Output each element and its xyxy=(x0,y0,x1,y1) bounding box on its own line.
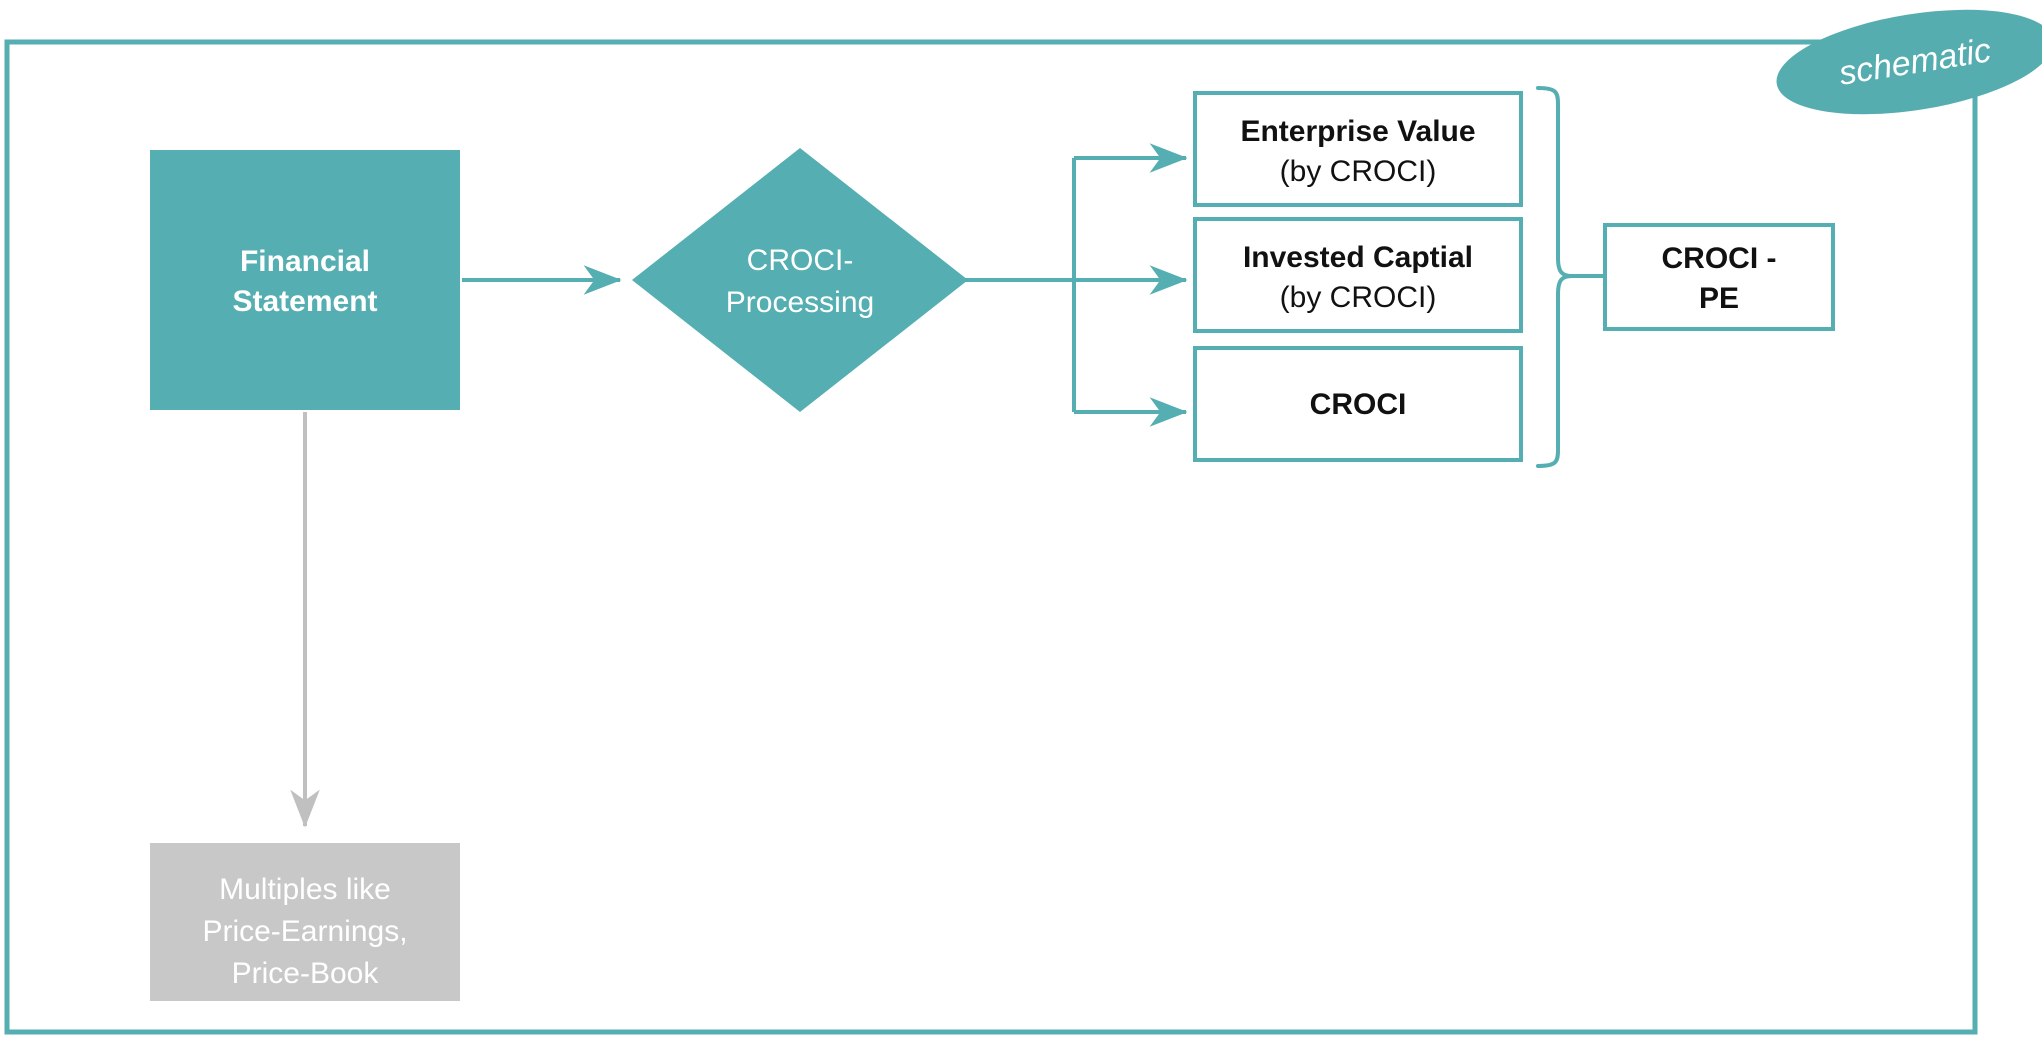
node-financial-statement-line1: Financial xyxy=(240,245,370,278)
outer-frame xyxy=(4,39,1978,1035)
node-croci-line1: CROCI xyxy=(1310,388,1407,421)
node-croci-processing[interactable] xyxy=(632,148,968,412)
node-invested-capital-line1: Invested Captial xyxy=(1243,241,1473,274)
node-enterprise-value-line1: Enterprise Value xyxy=(1240,115,1475,148)
schematic-badge-ellipse xyxy=(1776,9,2042,115)
node-croci-processing-line1: CROCI- xyxy=(747,244,854,277)
node-multiples[interactable] xyxy=(150,843,460,1001)
node-financial-statement[interactable] xyxy=(150,150,460,410)
node-croci-pe-line2: PE xyxy=(1699,282,1739,315)
node-croci-pe-line1: CROCI - xyxy=(1662,242,1777,275)
node-multiples-line2: Price-Earnings, xyxy=(202,915,407,948)
node-multiples-line1: Multiples like xyxy=(219,873,391,906)
node-croci[interactable] xyxy=(1193,346,1523,462)
outputs-curly-brace xyxy=(1536,86,1573,468)
node-croci-processing-line2: Processing xyxy=(726,286,874,319)
node-financial-statement-line2: Statement xyxy=(232,285,377,318)
schematic-badge: schematic xyxy=(1776,9,2042,115)
node-croci-pe[interactable] xyxy=(1603,223,1835,331)
node-invested-capital-line2: (by CROCI) xyxy=(1280,281,1437,314)
node-multiples-line3: Price-Book xyxy=(232,957,380,990)
node-enterprise-value-line2: (by CROCI) xyxy=(1280,155,1437,188)
node-invested-capital[interactable] xyxy=(1193,217,1523,333)
node-enterprise-value[interactable] xyxy=(1193,91,1523,207)
